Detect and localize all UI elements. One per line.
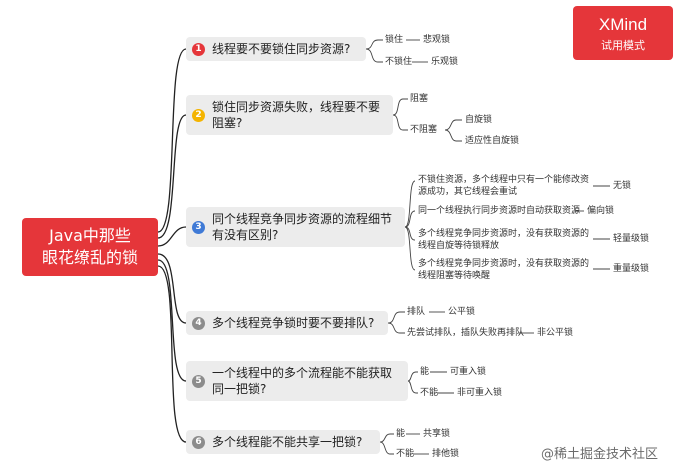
leaf-adaptive-spin-lock[interactable]: 适应性自旋锁 <box>465 136 520 146</box>
leaf-block[interactable]: 阻塞 <box>410 94 429 104</box>
leaf-unfair-lock[interactable]: 非公平锁 <box>537 328 574 338</box>
leaf-lock-free[interactable]: 无锁 <box>613 181 632 191</box>
xmind-trial-badge: XMind 试用模式 <box>573 6 673 60</box>
number-6-icon: 6 <box>192 435 205 449</box>
leaf-cannot-share[interactable]: 不能 <box>396 449 415 459</box>
trial-mode-label: 试用模式 <box>601 39 645 52</box>
leaf-no-block[interactable]: 不阻塞 <box>410 125 438 135</box>
leaf-can[interactable]: 能 <box>420 367 430 377</box>
leaf-lock-free-desc[interactable]: 不锁住资源，多个线程中只有一个能修改资源成功，其它线程会重试 <box>418 175 590 197</box>
leaf-spin-lock[interactable]: 自旋锁 <box>465 115 493 125</box>
branch-3-label: 同个线程竞争同步资源的流程细节有没有区别? <box>212 212 393 242</box>
leaf-lightweight-lock-desc[interactable]: 多个线程竞争同步资源时，没有获取资源的线程自旋等待锁释放 <box>418 229 590 251</box>
site-watermark: @稀土掘金技术社区 <box>541 447 659 462</box>
leaf-reentrant-lock[interactable]: 可重入锁 <box>450 367 487 377</box>
connector-root-branch-2 <box>157 114 187 239</box>
branch-3-topic[interactable]: 3 同个线程竞争同步资源的流程细节有没有区别? <box>186 207 405 247</box>
leaf-lightweight-lock[interactable]: 轻量级锁 <box>613 234 650 244</box>
leaf-shared-lock[interactable]: 共享锁 <box>423 429 451 439</box>
branch-5-topic[interactable]: 5 一个线程中的多个流程能不能获取同一把锁? <box>186 361 408 401</box>
leaf-lock[interactable]: 锁住 <box>385 35 404 45</box>
branch-1-topic[interactable]: 1 线程要不要锁住同步资源? <box>186 37 366 61</box>
branch-2-topic[interactable]: 2 锁住同步资源失败，线程要不要阻塞? <box>186 95 393 135</box>
branch-4-topic[interactable]: 4 多个线程竞争锁时要不要排队? <box>186 311 388 335</box>
leaf-queue[interactable]: 排队 <box>407 307 426 317</box>
leaf-try-queue[interactable]: 先尝试排队，插队失败再排队 <box>407 328 525 338</box>
number-2-icon: 2 <box>192 108 205 122</box>
branch-1-label: 线程要不要锁住同步资源? <box>212 42 351 56</box>
number-3-icon: 3 <box>192 220 205 234</box>
leaf-optimistic-lock[interactable]: 乐观锁 <box>431 57 459 67</box>
central-topic[interactable]: Java中那些 眼花缭乱的锁 <box>22 218 158 276</box>
branch-4-label: 多个线程竞争锁时要不要排队? <box>212 316 375 330</box>
xmind-logo-text: XMind <box>598 15 648 34</box>
connector-root-branch-1 <box>157 48 187 233</box>
connector-root-branch-3 <box>157 226 187 247</box>
connector-root-branch-6 <box>157 265 187 443</box>
leaf-heavyweight-lock-desc[interactable]: 多个线程竞争同步资源时，没有获取资源的线程阻塞等待唤醒 <box>418 259 590 281</box>
branch-5-label: 一个线程中的多个流程能不能获取同一把锁? <box>212 366 393 396</box>
leaf-non-reentrant-lock[interactable]: 非可重入锁 <box>457 388 503 398</box>
leaf-fair-lock[interactable]: 公平锁 <box>448 307 476 317</box>
central-topic-line-2: 眼花缭乱的锁 <box>41 248 138 267</box>
leaf-biased-lock-desc[interactable]: 同一个线程执行同步资源时自动获取资源 <box>418 206 581 216</box>
number-5-icon: 5 <box>192 374 205 388</box>
number-4-icon: 4 <box>192 316 205 330</box>
central-topic-line-1: Java中那些 <box>49 226 131 245</box>
leaf-biased-lock[interactable]: 偏向锁 <box>587 206 615 216</box>
leaf-cannot[interactable]: 不能 <box>420 388 439 398</box>
connector-root-branch-4 <box>157 253 187 324</box>
branch-2-label: 锁住同步资源失败，线程要不要阻塞? <box>212 100 381 130</box>
leaf-exclusive-lock[interactable]: 排他锁 <box>432 449 460 459</box>
leaf-can-share[interactable]: 能 <box>396 429 406 439</box>
leaf-heavyweight-lock[interactable]: 重量级锁 <box>613 264 650 274</box>
connector-root-branch-5 <box>157 259 187 382</box>
number-1-icon: 1 <box>192 42 205 56</box>
branch-6-label: 多个线程能不能共享一把锁? <box>212 435 363 449</box>
leaf-pessimistic-lock[interactable]: 悲观锁 <box>423 35 451 45</box>
leaf-no-lock[interactable]: 不锁住 <box>385 57 413 67</box>
branch-6-topic[interactable]: 6 多个线程能不能共享一把锁? <box>186 430 380 454</box>
